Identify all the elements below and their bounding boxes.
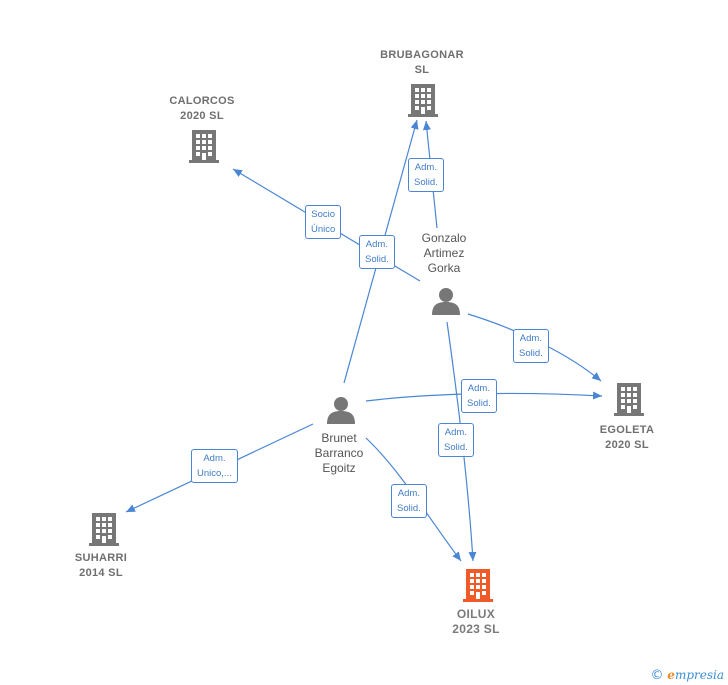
role-line: Solid. (467, 398, 491, 409)
role-line: Adm. (444, 427, 467, 438)
role-line: Adm. (467, 383, 490, 394)
role-line: Adm. (365, 239, 388, 250)
person-name-line: Egoitz (322, 461, 356, 475)
role-line: Adm. (203, 453, 226, 464)
company-name: BRUBAGONAR (380, 49, 464, 61)
edge-label-brunet-oilux[interactable]: Adm. Solid. (391, 484, 427, 518)
edge-label-brunet-calorcos[interactable]: Socio Único (305, 205, 342, 239)
person-name-line: Brunet (321, 431, 357, 445)
company-label-suharri[interactable]: SUHARRI 2014 SL (51, 551, 151, 581)
building-icon-brubagonar[interactable] (408, 84, 438, 117)
person-name-line: Gorka (427, 261, 461, 275)
company-name: CALORCOS (169, 95, 235, 107)
brand-footer[interactable]: © empresia (650, 668, 724, 683)
person-label-brunet[interactable]: Brunet Barranco Egoitz (299, 431, 379, 476)
person-icon-gonzalo[interactable] (432, 288, 460, 315)
company-suffix: SL (414, 64, 430, 76)
person-label-gonzalo[interactable]: Gonzalo Artimez Gorka (404, 231, 484, 276)
role-line: Solid. (444, 442, 468, 453)
role-line: Adm. (397, 488, 420, 499)
building-icon-egoleta[interactable] (614, 383, 644, 416)
role-line: Único (311, 224, 336, 235)
edge-label-gonzalo-brubagonar[interactable]: Adm. Solid. (408, 158, 444, 192)
company-label-oilux[interactable]: OILUX 2023 SL (426, 607, 526, 637)
role-line: Adm. (414, 162, 437, 173)
company-name: EGOLETA (599, 424, 655, 436)
role-line: Socio (311, 209, 336, 220)
role-line: Unico,... (197, 468, 232, 479)
edge-label-brunet-suharri[interactable]: Adm. Unico,... (191, 449, 238, 483)
edge-label-gonzalo-oilux[interactable]: Adm. Solid. (438, 423, 474, 457)
company-suffix: 2020 SL (605, 439, 649, 451)
brand-logo-text: mpresia (674, 668, 724, 682)
brand-logo-initial: e (667, 668, 675, 682)
company-label-brubagonar[interactable]: BRUBAGONAR SL (372, 48, 472, 78)
building-icon-suharri[interactable] (89, 513, 119, 546)
copyright-icon: © (650, 668, 664, 683)
edge-label-gonzalo-egoleta[interactable]: Adm. Solid. (513, 329, 549, 363)
company-suffix: 2023 SL (452, 622, 500, 636)
role-line: Solid. (414, 177, 438, 188)
building-icon-oilux[interactable] (463, 569, 493, 602)
role-line: Solid. (365, 254, 389, 265)
role-line: Solid. (397, 503, 421, 514)
person-name-line: Barranco (314, 446, 364, 460)
company-label-calorcos[interactable]: CALORCOS 2020 SL (152, 94, 252, 124)
person-name-line: Artimez (423, 246, 465, 260)
edge-label-brunet-egoleta[interactable]: Adm. Solid. (461, 379, 497, 413)
company-label-egoleta[interactable]: EGOLETA 2020 SL (577, 423, 677, 453)
person-icon-brunet[interactable] (327, 397, 355, 424)
person-name-line: Gonzalo (421, 231, 467, 245)
edge-label-brunet-brubagonar[interactable]: Adm. Solid. (359, 235, 395, 269)
role-line: Adm. (519, 333, 542, 344)
company-name: SUHARRI (74, 552, 128, 564)
building-icon-calorcos[interactable] (189, 130, 219, 163)
company-suffix: 2020 SL (180, 110, 224, 122)
company-name: OILUX (456, 607, 496, 621)
company-suffix: 2014 SL (79, 567, 123, 579)
role-line: Solid. (519, 348, 543, 359)
